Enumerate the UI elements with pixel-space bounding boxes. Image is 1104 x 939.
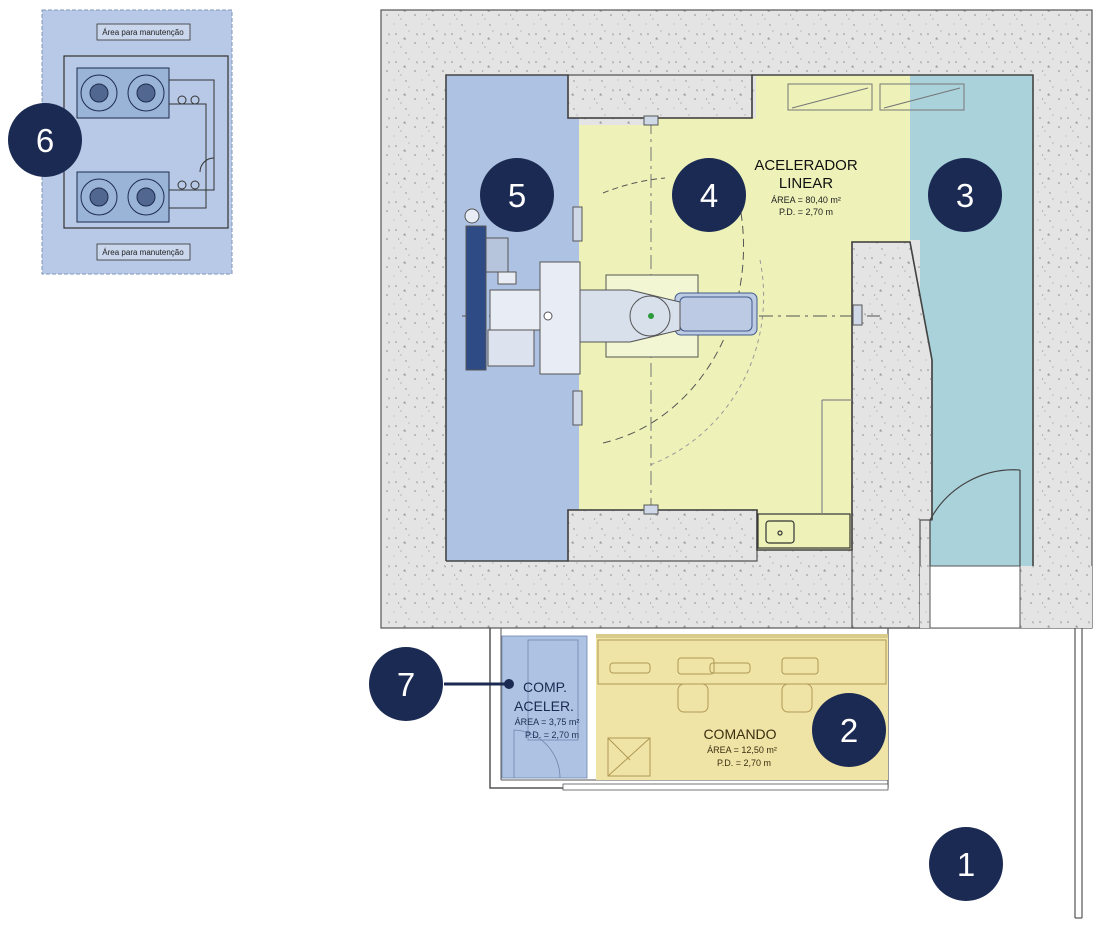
room-outlines [445, 74, 1034, 566]
acelerador-pd: P.D. = 2,70 m [779, 207, 833, 217]
comando-pd: P.D. = 2,70 m [717, 758, 771, 768]
marker-3: 3 [928, 158, 1002, 232]
linac-machine [462, 115, 880, 515]
svg-text:7: 7 [397, 666, 415, 703]
svg-text:6: 6 [36, 122, 54, 159]
svg-text:1: 1 [957, 846, 975, 883]
comp-pd: P.D. = 2,70 m [525, 730, 579, 740]
marker-5: 5 [480, 158, 554, 232]
comando-area: ÁREA = 12,50 m² [707, 745, 777, 755]
comando-title: COMANDO [703, 726, 776, 742]
top-cabinets [787, 83, 965, 111]
chiller-top-label: Área para manutenção [102, 28, 184, 37]
top-notch-wall [567, 74, 753, 119]
marker-6: 6 [8, 103, 82, 177]
marker-2: 2 [812, 693, 886, 767]
svg-text:4: 4 [700, 177, 718, 214]
comando-desk [597, 639, 887, 777]
acelerador-title-1: ACELERADOR [754, 157, 858, 174]
comp-title-2: ACELER. [514, 698, 574, 714]
comp-title-1: COMP. [523, 679, 567, 695]
bottom-notch-wall [567, 509, 758, 562]
sink [757, 399, 852, 549]
svg-text:3: 3 [956, 177, 974, 214]
entrance-door [929, 469, 1021, 566]
marker-7-leader-dot [504, 679, 514, 689]
zone-7-blue [501, 635, 588, 779]
marker-4: 4 [672, 158, 746, 232]
marker-7: 7 [369, 647, 443, 721]
svg-text:2: 2 [840, 712, 858, 749]
marker-1: 1 [929, 827, 1003, 901]
acelerador-title-2: LINEAR [779, 175, 833, 192]
svg-text:5: 5 [508, 177, 526, 214]
room-labels: ACELERADOR LINEAR ÁREA = 80,40 m² P.D. =… [514, 157, 858, 768]
comp-area: ÁREA = 3,75 m² [515, 717, 580, 727]
acelerador-area: ÁREA = 80,40 m² [771, 195, 841, 205]
chiller-bottom-label: Área para manutenção [102, 248, 184, 257]
